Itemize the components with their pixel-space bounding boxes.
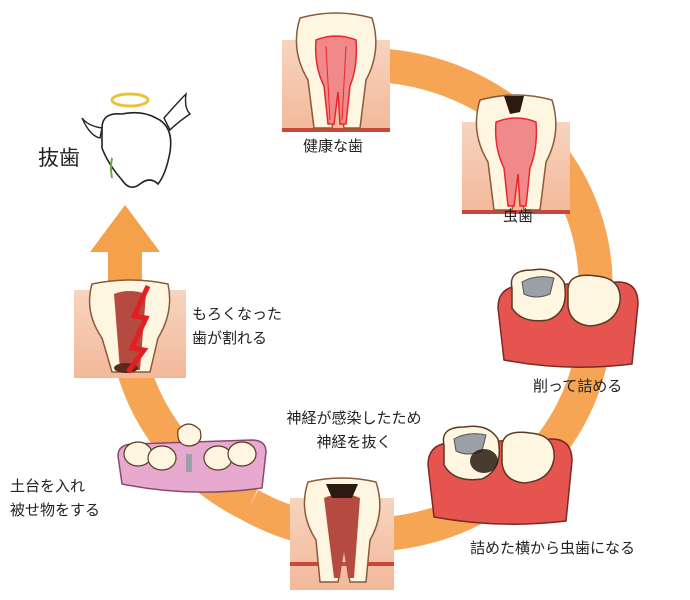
halo [110, 92, 150, 108]
label-filling: 削って詰める [533, 377, 623, 395]
healthy-tooth-illustration [282, 12, 390, 132]
label-cavity: 虫歯 [503, 207, 534, 225]
label-crown: 土台を入れ 被せ物をする [10, 474, 100, 522]
label-root-canal-line-1: 神経が感染したため [286, 409, 422, 427]
floating-crown [177, 423, 202, 447]
angel-tooth-illustration [81, 92, 192, 188]
label-fracture-line-1: もろくなった [192, 305, 283, 323]
post [186, 454, 192, 472]
fractured-tooth-illustration [74, 279, 186, 378]
secondary-cavity-illustration [427, 425, 573, 525]
wing [163, 92, 192, 132]
label-fracture-line-2: 歯が割れる [192, 329, 268, 347]
filled-molar-illustration [497, 268, 639, 368]
label-healthy-tooth: 健康な歯 [303, 137, 364, 155]
label-crown-line-1: 土台を入れ [10, 477, 86, 495]
crack-bolt [125, 284, 151, 374]
label-root-canal-line-2: 神経を抜く [316, 433, 392, 451]
wing [81, 117, 103, 139]
root-canal-tooth-illustration [290, 477, 394, 590]
cavity-tooth-illustration [462, 94, 570, 214]
metal-filling [521, 276, 555, 298]
cycle-arrow-head [90, 205, 160, 252]
label-secondary-cavity: 詰めた横から虫歯になる [470, 539, 636, 557]
crown-post-illustration [117, 423, 267, 493]
label-root-canal: 神経が感染したため 神経を抜く [268, 406, 440, 454]
decay-spot [504, 96, 524, 114]
label-extraction: 抜歯 [38, 146, 80, 170]
label-crown-line-2: 被せ物をする [10, 501, 101, 519]
decay-spot [470, 449, 498, 473]
label-fracture: もろくなった 歯が割れる [192, 302, 282, 350]
